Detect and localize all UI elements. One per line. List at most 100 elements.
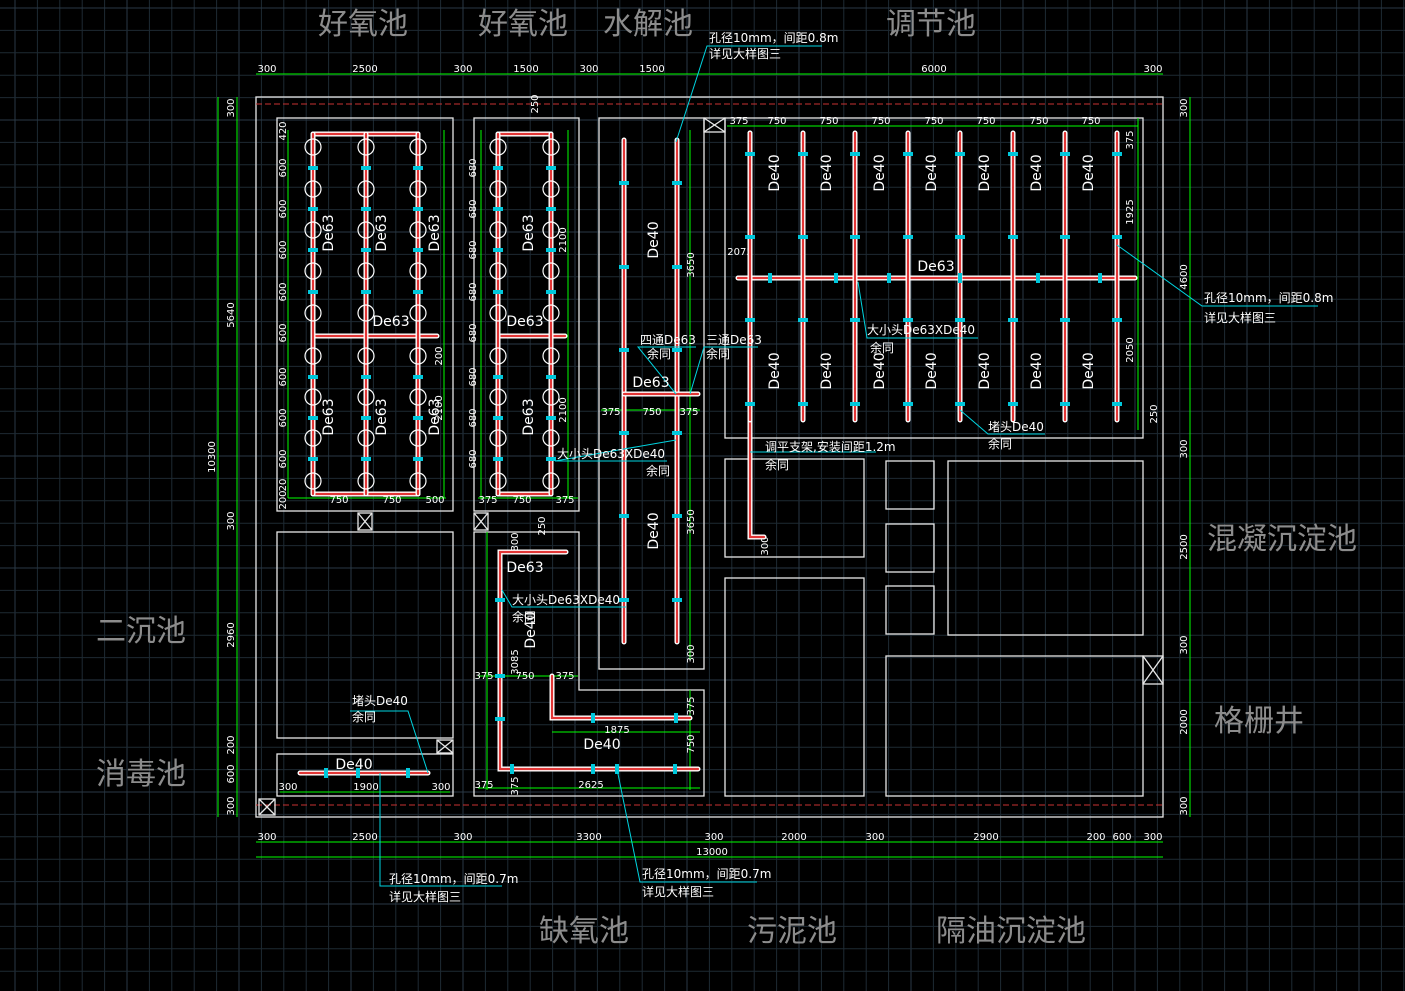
label-de40-eq-b2: De40 xyxy=(819,352,835,389)
label-de40-eq-t1: De40 xyxy=(767,154,783,191)
dim-aerb-680-1: 680 xyxy=(468,158,479,177)
diffuser-ring xyxy=(357,180,375,198)
label-de40-eq-b6: De40 xyxy=(1029,352,1045,389)
dim-right-1: 300 xyxy=(1179,98,1190,117)
sludge-tank xyxy=(724,577,865,797)
hatch-2-cross xyxy=(473,512,489,531)
zone-anoxic: 缺氧池 xyxy=(539,914,629,949)
dim-aerb-680-4: 680 xyxy=(468,282,479,301)
pipe-valve xyxy=(308,375,318,379)
label-hyd-reducer-same: 余同 xyxy=(646,463,670,478)
diffuser-ring xyxy=(304,347,322,365)
dim-hyd-3650-2: 3650 xyxy=(686,509,697,534)
hatch-5-cross xyxy=(436,739,454,754)
dim-anoxic-375-3: 375 xyxy=(474,780,493,791)
pipe-valve xyxy=(308,290,318,294)
hatch-2 xyxy=(473,512,489,531)
dim-total-height: 10300 xyxy=(207,441,218,473)
label-support: 调平支架,安装间距1.2m xyxy=(765,439,896,454)
diffuser-ring xyxy=(542,347,560,365)
leader-hyd-reducer xyxy=(554,439,677,462)
dimension-lines xyxy=(217,73,1191,858)
dim-bottom-5: 300 xyxy=(704,832,723,843)
zone-equalization: 调节池 xyxy=(886,7,976,42)
pipe-valve xyxy=(1112,152,1122,156)
label-de40-h1: De40 xyxy=(646,221,662,258)
tank-walls xyxy=(255,96,1164,818)
label-de63-b2: De63 xyxy=(521,398,537,435)
pipe-valve xyxy=(493,375,503,379)
hatch-3 xyxy=(703,117,726,133)
dim-right-3: 300 xyxy=(1179,439,1190,458)
label-de63-hyd: De63 xyxy=(632,375,669,391)
pipe-valve xyxy=(493,166,503,170)
label-hyd-hole: 孔径10mm，间距0.8m xyxy=(709,31,838,45)
pipe-valve xyxy=(413,207,423,211)
pipe-valve xyxy=(850,235,860,239)
pipe-valve xyxy=(958,273,962,283)
pipe-valve xyxy=(324,768,328,778)
dim-aer-600-3: 600 xyxy=(278,240,289,259)
diffuser-ring xyxy=(357,262,375,280)
dim-right-7: 300 xyxy=(1179,796,1190,815)
pipe-valve xyxy=(546,457,556,461)
pipe-valve xyxy=(619,348,629,352)
diffuser-ring xyxy=(542,388,560,406)
pipe-valve xyxy=(955,402,965,406)
zone-aerobic-a: 好氧池 xyxy=(318,7,408,42)
dim-left-7: 300 xyxy=(226,796,237,815)
diffuser-ring xyxy=(357,138,375,156)
pipe-valve xyxy=(955,152,965,156)
leader-anoxic-hole xyxy=(616,768,757,883)
pipe-valve xyxy=(546,166,556,170)
dim-bottom-8: 2900 xyxy=(973,832,998,843)
pipe-valve xyxy=(1008,235,1018,239)
leader-dis-hole xyxy=(379,773,502,887)
dim-aerb-680-3: 680 xyxy=(468,240,479,259)
diffuser-ring xyxy=(357,472,375,490)
dim-aerb-680-5: 680 xyxy=(468,323,479,342)
pipe-valve xyxy=(356,768,360,778)
dim-eq-250: 250 xyxy=(1149,404,1160,423)
diffuser-ring xyxy=(409,388,427,406)
coag-box-1 xyxy=(885,460,935,510)
zone-labels: 好氧池 好氧池 水解池 调节池 混凝沉淀池 格栅井 二沉池 消毒池 缺氧池 污泥… xyxy=(96,7,1357,949)
label-de40-anoxic-h: De40 xyxy=(583,737,620,753)
diffuser-ring xyxy=(542,304,560,322)
dim-hyd-375-1: 375 xyxy=(601,407,620,418)
dim-eq-750-5: 750 xyxy=(976,116,995,127)
diffuser-ring xyxy=(542,262,560,280)
pipe-valve xyxy=(672,431,682,435)
dim-aerb-750: 750 xyxy=(512,495,531,506)
label-cross-same: 余同 xyxy=(647,346,671,361)
dim-hyd-3650-1: 3650 xyxy=(686,252,697,277)
pipe-valve xyxy=(546,416,556,420)
oil-tank xyxy=(885,655,1144,797)
label-eq-cap: 堵头De40 xyxy=(988,420,1044,434)
pipe-valve xyxy=(903,235,913,239)
dim-aer-600-8: 600 xyxy=(278,449,289,468)
pipe-valve xyxy=(673,764,677,774)
dim-aerb-680-7: 680 xyxy=(468,408,479,427)
dim-hyd-750: 750 xyxy=(642,407,661,418)
diffuser-ring xyxy=(489,429,507,447)
hatch-1 xyxy=(357,512,373,531)
pipe-valve xyxy=(619,514,629,518)
pipe-anoxic-inner-outline xyxy=(549,673,693,721)
hatch-4-cross xyxy=(1142,655,1164,685)
diffuser-ring xyxy=(542,429,560,447)
diffuser-ring xyxy=(489,262,507,280)
dim-top-6: 1500 xyxy=(639,64,664,75)
dim-anoxic-375-2: 375 xyxy=(555,671,574,682)
diffuser-ring xyxy=(542,472,560,490)
diffuser-ring xyxy=(489,347,507,365)
pipe-valve xyxy=(591,713,595,723)
dim-anoxic-1875: 1875 xyxy=(604,725,629,736)
label-de40-eq-t7: De40 xyxy=(1081,154,1097,191)
pipe-valve xyxy=(493,457,503,461)
label-de63-a5: De63 xyxy=(374,398,390,435)
label-dis-cap-same: 余同 xyxy=(352,709,376,724)
pipe-valve xyxy=(672,181,682,185)
dim-top-7: 6000 xyxy=(921,64,946,75)
label-eq-reducer-same: 余同 xyxy=(870,340,894,355)
